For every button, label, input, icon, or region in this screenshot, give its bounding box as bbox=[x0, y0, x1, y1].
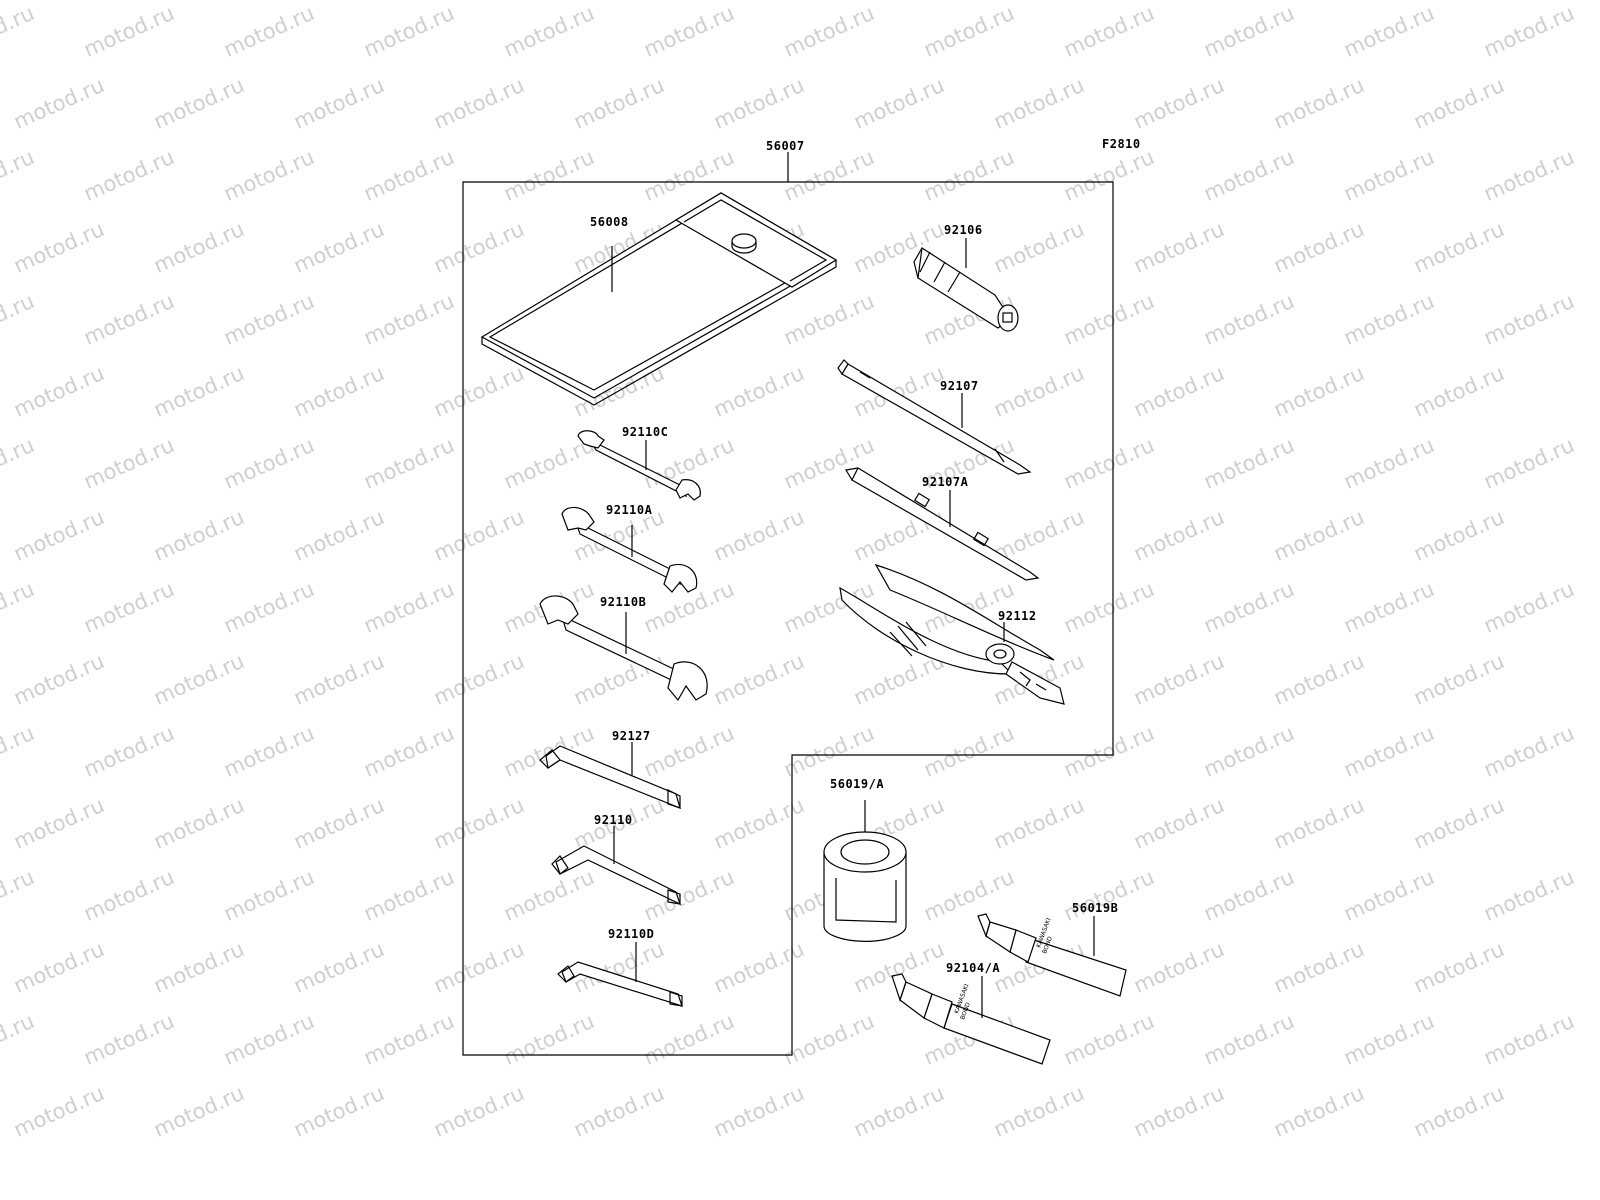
socket-drawing bbox=[913, 238, 1019, 332]
part-label-92110b: 92110B bbox=[600, 595, 646, 609]
part-label-92107a: 92107A bbox=[922, 475, 969, 489]
wrench-92110a-drawing bbox=[561, 506, 698, 593]
kit-label: 56007 bbox=[766, 139, 805, 153]
hex-key-92110d-drawing bbox=[557, 942, 683, 1007]
part-label-92107: 92107 bbox=[940, 379, 979, 393]
part-label-92110a: 92110A bbox=[606, 503, 653, 517]
can-drawing bbox=[823, 800, 907, 942]
part-label-92127: 92127 bbox=[612, 729, 651, 743]
part-label-92104a: 92104/A bbox=[946, 961, 1000, 975]
part-label-92106: 92106 bbox=[944, 223, 983, 237]
tube-56019b-drawing bbox=[977, 913, 1127, 997]
part-label-92110: 92110 bbox=[594, 813, 633, 827]
hex-key-92127-drawing bbox=[539, 742, 681, 810]
tube-92104a-drawing bbox=[891, 973, 1051, 1065]
part-label-56019a: 56019/A bbox=[830, 777, 884, 791]
wrench-92110b-drawing bbox=[539, 595, 708, 702]
part-label-56008: 56008 bbox=[590, 215, 629, 229]
pliers-drawing bbox=[839, 563, 1065, 705]
figure-code: F2810 bbox=[1102, 137, 1141, 151]
part-label-92110d: 92110D bbox=[608, 927, 654, 941]
part-label-92112: 92112 bbox=[998, 609, 1037, 623]
hex-key-92110-drawing bbox=[551, 826, 682, 906]
screwdriver-phillips-drawing bbox=[837, 359, 1032, 475]
tool-pouch-drawing bbox=[480, 192, 838, 406]
part-label-92110c: 92110C bbox=[622, 425, 668, 439]
part-label-56019b: 56019B bbox=[1072, 901, 1118, 915]
kit-frame bbox=[462, 181, 1114, 1056]
screwdriver-flat-drawing bbox=[845, 467, 1040, 581]
wrench-92110c-drawing bbox=[577, 430, 701, 501]
